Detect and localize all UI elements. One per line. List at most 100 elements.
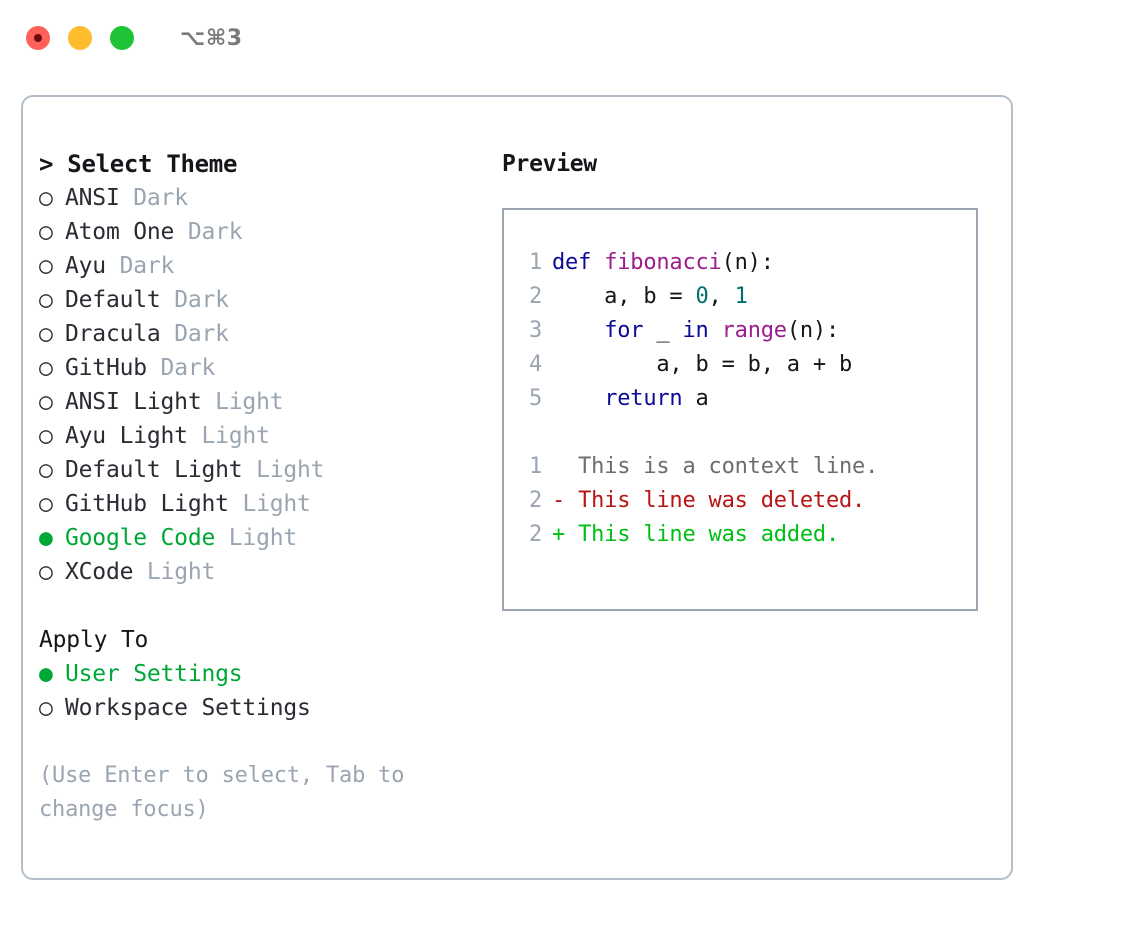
code-token-kw: in (682, 318, 709, 343)
apply-to-option-workspace-settings[interactable]: ○Workspace Settings (39, 691, 499, 725)
code-token-txt: _ (643, 318, 683, 343)
theme-option-google-code[interactable]: ● Google Code Light (39, 521, 499, 555)
minimize-window-button[interactable] (68, 26, 92, 50)
list-spacer (39, 589, 499, 623)
theme-option-atom-one[interactable]: ○ Atom One Dark (39, 215, 499, 249)
theme-kind-label: Dark (174, 321, 229, 347)
theme-picker-dialog: > Select Theme ○ANSI Dark○Atom One Dark○… (21, 95, 1013, 880)
radio-unselected-icon: ○ (39, 219, 53, 245)
theme-kind-label: Light (228, 525, 298, 551)
diff-line-add: 2 + This line was added. (516, 518, 976, 552)
radio-selected-icon: ● (39, 525, 53, 551)
diff-marker: - (552, 488, 579, 513)
diff-line-del: 2- This line was deleted. (516, 484, 976, 518)
line-number: 2 (528, 488, 542, 513)
theme-list: ○ANSI Dark○Atom One Dark○Ayu Dark○Defaul… (39, 181, 499, 589)
line-number: 1 (528, 250, 542, 275)
radio-unselected-icon: ○ (39, 185, 53, 211)
line-number: 2 (528, 284, 542, 309)
radio-unselected-icon: ○ (39, 423, 53, 449)
theme-name: Google Code (65, 525, 216, 551)
window-controls (26, 26, 134, 50)
apply-to-list: ●User Settings○Workspace Settings (39, 657, 499, 725)
diff-text: This line was added. (578, 522, 839, 547)
code-token-txt: (n): (721, 250, 774, 275)
theme-option-dracula[interactable]: ○ Dracula Dark (39, 317, 499, 351)
radio-unselected-icon: ○ (39, 355, 53, 381)
code-token-txt: a, b = b, a + b (552, 352, 853, 377)
line-number: 2 (528, 522, 542, 547)
code-token-num: 0 (695, 284, 709, 309)
diff-line-ctx: 1 This is a context line. (516, 450, 976, 484)
theme-kind-label: Light (242, 491, 311, 517)
apply-to-label: Workspace Settings (65, 695, 311, 721)
theme-option-ansi[interactable]: ○ ANSI Dark (39, 181, 499, 215)
line-number: 5 (528, 386, 542, 411)
theme-kind-label: Dark (160, 355, 216, 381)
theme-name: GitHub Light (65, 491, 229, 517)
close-window-button[interactable] (26, 26, 50, 50)
line-number: 3 (528, 318, 542, 343)
theme-name: ANSI (65, 185, 120, 211)
diff-preview: 1 This is a context line.2- This line wa… (516, 450, 976, 552)
code-line: 5 return a (516, 382, 976, 416)
radio-unselected-icon: ○ (39, 321, 53, 347)
preview-heading: Preview (502, 151, 597, 177)
diff-marker: + (552, 522, 579, 547)
code-token-txt (709, 318, 722, 343)
apply-to-option-user-settings[interactable]: ●User Settings (39, 657, 499, 691)
theme-name: Default Light (65, 457, 243, 483)
code-token-txt: a, b = (552, 284, 696, 309)
diff-text: This line was deleted. (578, 488, 866, 513)
radio-unselected-icon: ○ (39, 559, 53, 585)
code-token-txt (552, 318, 604, 343)
radio-unselected-icon: ○ (39, 491, 53, 517)
code-token-kw: return (604, 386, 683, 411)
theme-option-ayu[interactable]: ○Ayu Dark (39, 249, 499, 283)
code-token-num: 1 (734, 284, 748, 309)
theme-option-default-light[interactable]: ○Default Light Light (39, 453, 499, 487)
apply-to-heading: Apply To (39, 627, 149, 653)
line-number: 1 (528, 454, 542, 479)
code-token-txt: (n): (786, 318, 840, 343)
theme-name: Default (65, 287, 161, 313)
theme-name: GitHub (65, 355, 147, 381)
diff-text: This is a context line. (578, 454, 879, 479)
code-token-txt (552, 386, 604, 411)
diff-marker (552, 454, 578, 479)
preview-gap (516, 416, 976, 450)
keyboard-shortcut-label: ⌥⌘3 (180, 25, 243, 51)
code-token-txt: a (682, 386, 709, 411)
theme-kind-label: Dark (133, 185, 188, 211)
code-token-txt (591, 250, 604, 275)
theme-name: Atom One (65, 219, 175, 245)
keyboard-hint-text: (Use Enter to select, Tab to change focu… (39, 763, 405, 822)
code-line: 1 def fibonacci(n): (516, 246, 976, 280)
code-token-kw: def (552, 250, 592, 275)
theme-name: XCode (65, 559, 134, 585)
maximize-window-button[interactable] (110, 26, 134, 50)
title-bar: ⌥⌘3 (0, 0, 1140, 76)
theme-kind-label: Light (215, 389, 284, 415)
code-token-fn: fibonacci (604, 250, 722, 275)
theme-option-github[interactable]: ○ GitHub Dark (39, 351, 499, 385)
theme-option-xcode[interactable]: ○XCode Light (39, 555, 499, 589)
theme-name: Ayu Light (65, 423, 188, 449)
code-token-fn: range (721, 318, 787, 343)
theme-option-ayu-light[interactable]: ○ Ayu Light Light (39, 419, 499, 453)
code-token-kw: for (604, 318, 644, 343)
radio-unselected-icon: ○ (39, 253, 53, 279)
theme-name: Dracula (65, 321, 161, 347)
theme-kind-label: Light (201, 423, 270, 449)
theme-kind-label: Dark (174, 287, 229, 313)
radio-unselected-icon: ○ (39, 389, 53, 415)
theme-name: Ayu (65, 253, 106, 279)
theme-kind-label: Dark (187, 219, 243, 245)
theme-option-ansi-light[interactable]: ○ANSI Light Light (39, 385, 499, 419)
line-number: 4 (528, 352, 542, 377)
theme-option-default[interactable]: ○Default Dark (39, 283, 499, 317)
theme-option-github-light[interactable]: ○ GitHub Light Light (39, 487, 499, 521)
